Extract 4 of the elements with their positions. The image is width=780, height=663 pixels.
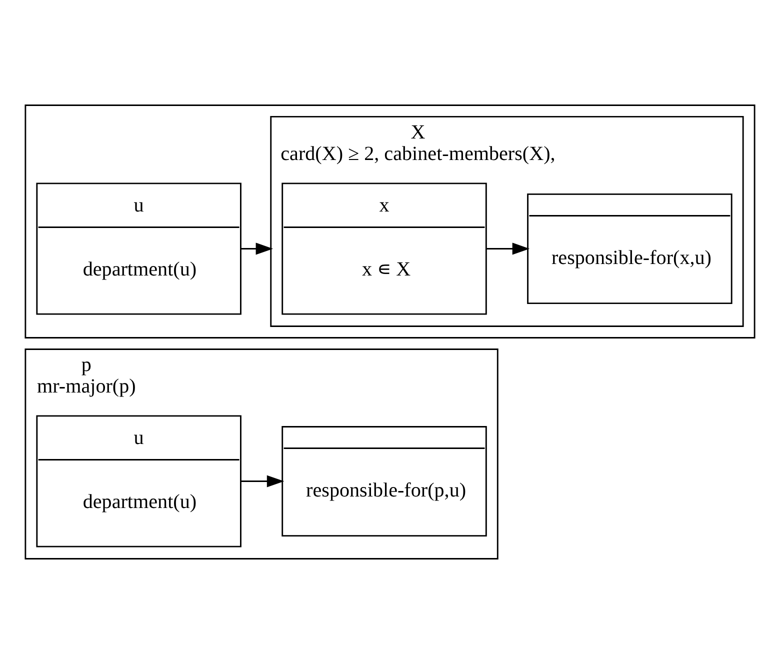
cluster: [24, 104, 756, 338]
arrow: [486, 242, 530, 254]
arrow: [241, 474, 284, 487]
arrow: [241, 242, 274, 254]
